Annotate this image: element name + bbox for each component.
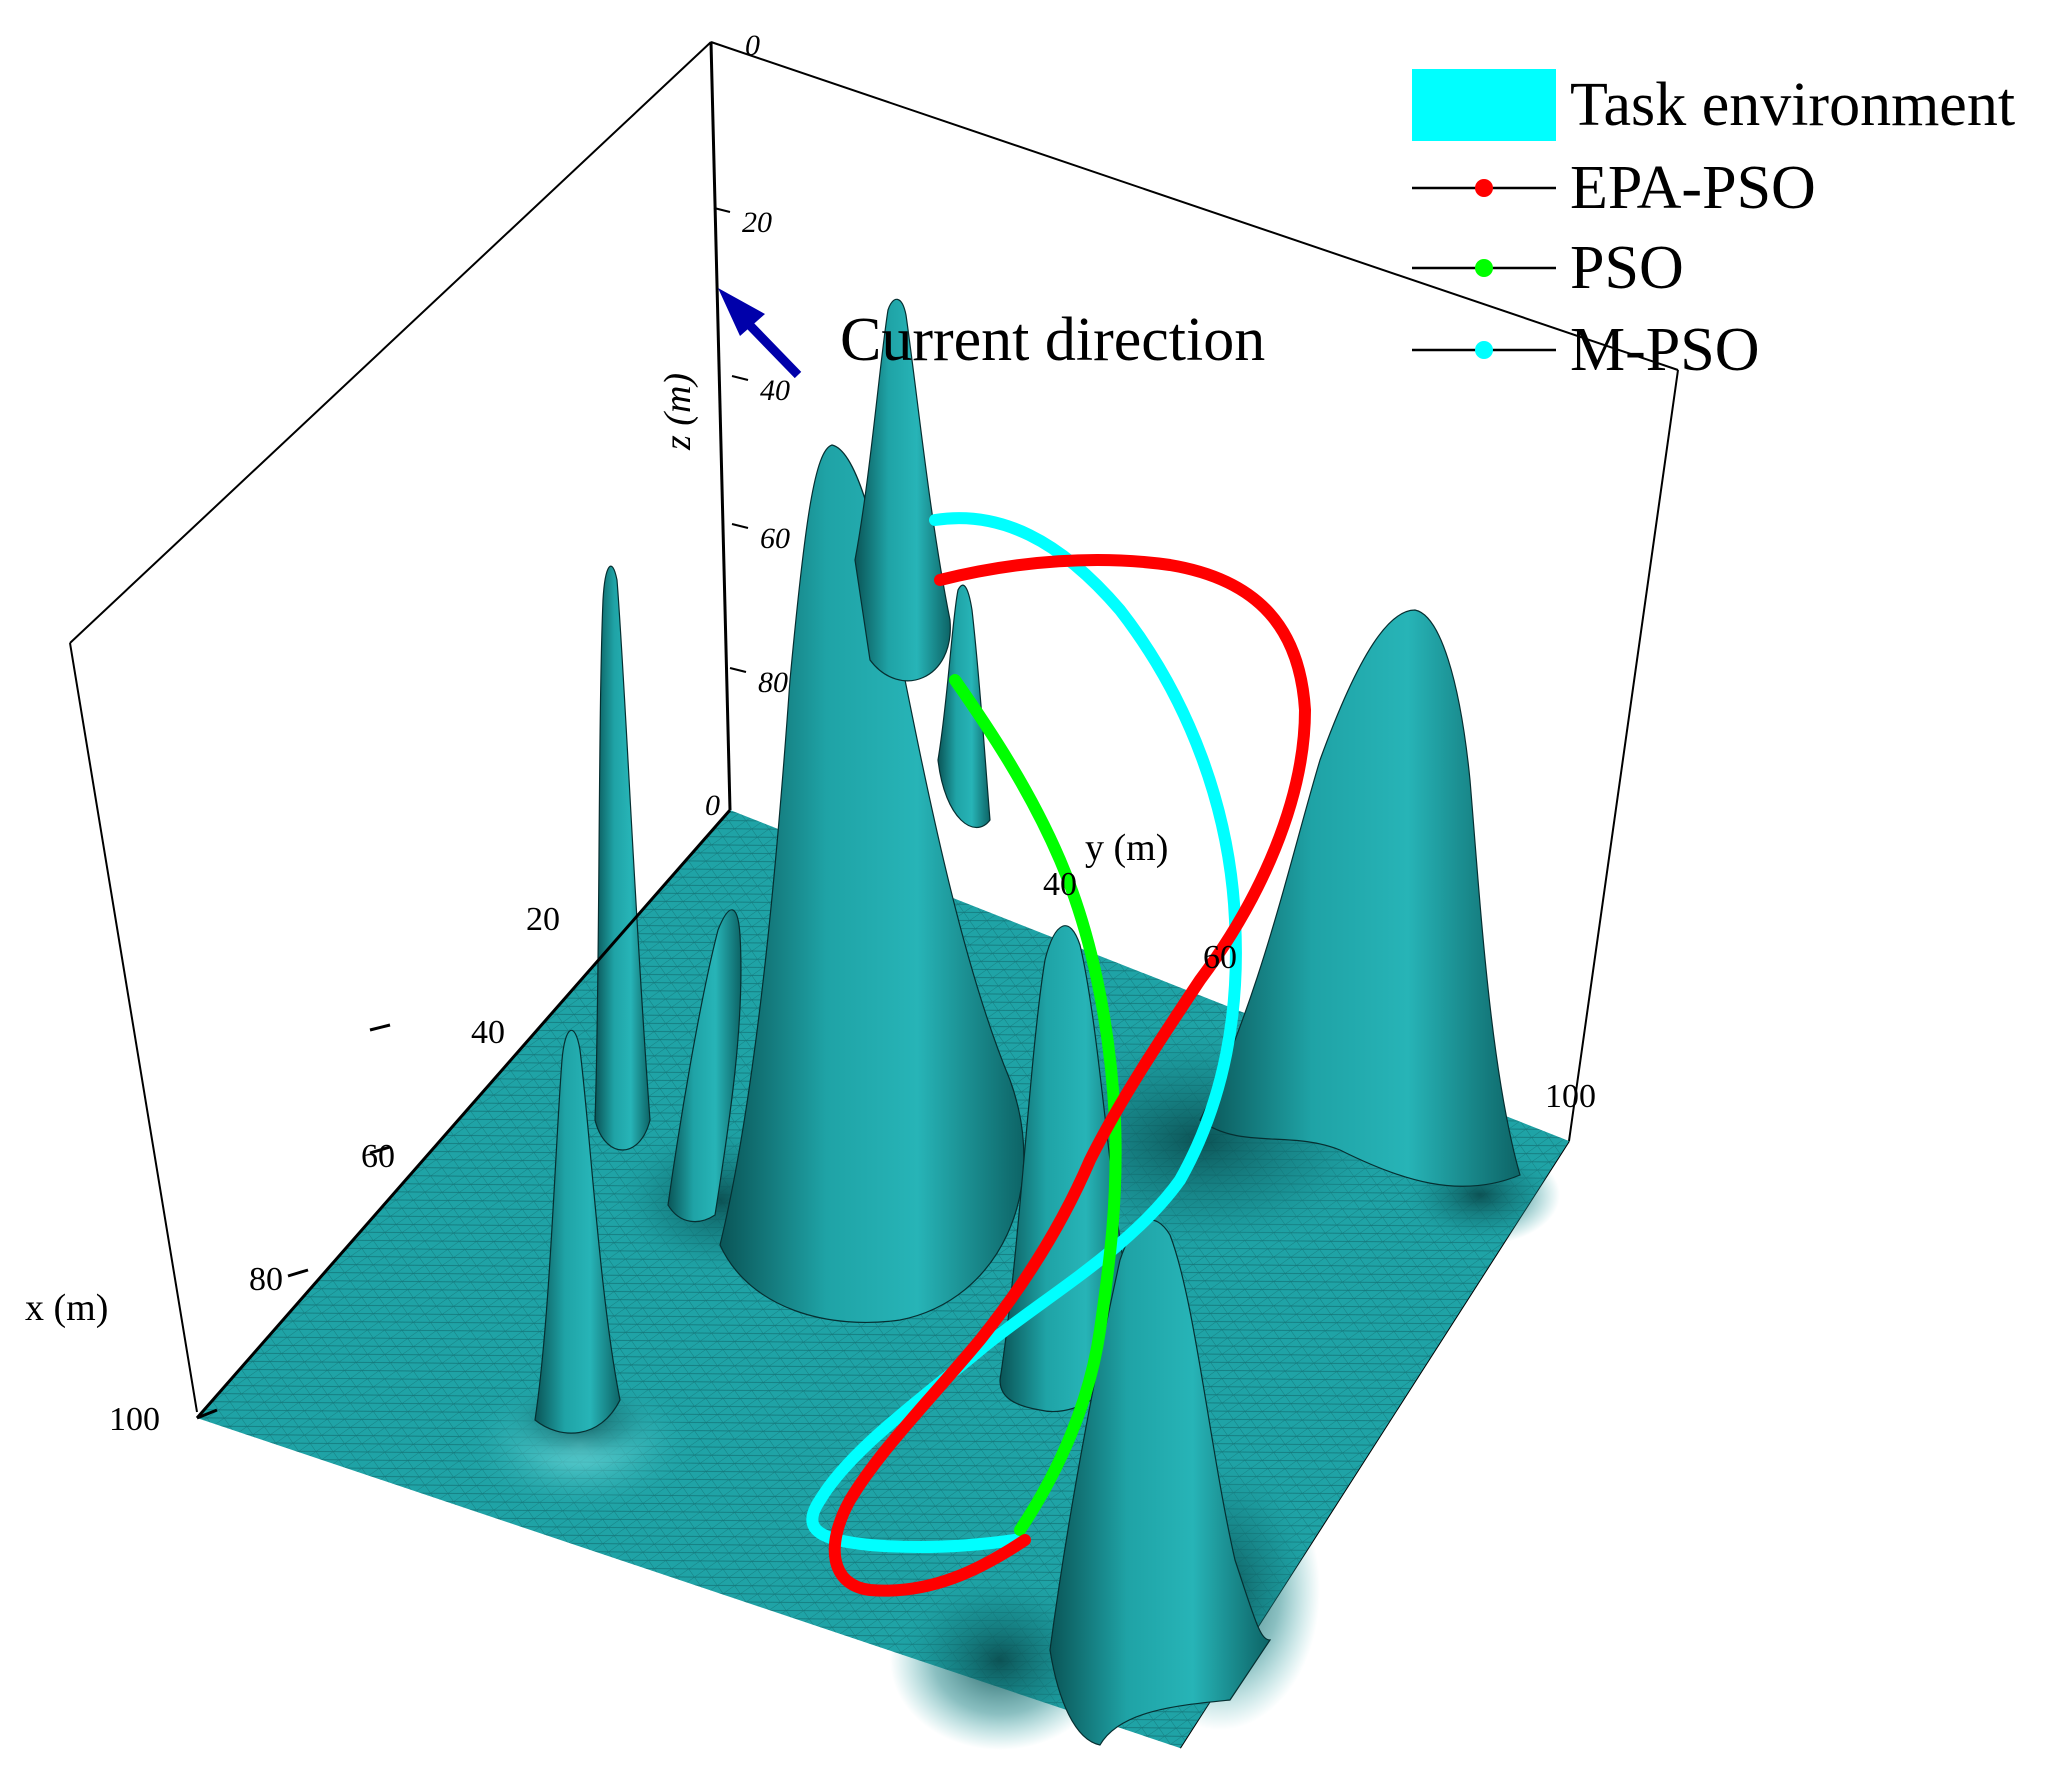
z-tick-mark: [729, 667, 747, 673]
y-tick-labels: 40 60 100: [1043, 866, 1596, 1115]
current-direction-arrow: [718, 288, 802, 379]
legend-label: M-PSO: [1570, 316, 1760, 384]
z-tick-label: 60: [760, 522, 790, 555]
z-axis: [709, 41, 732, 811]
x-tick-label: 100: [109, 1401, 160, 1438]
x-tick-label: 60: [361, 1138, 395, 1175]
terrain-peak: [534, 1029, 621, 1434]
terrain-peak: [667, 909, 742, 1223]
z-tick-label: 0: [745, 29, 760, 62]
legend-label: Task environment: [1570, 71, 2015, 139]
legend-label: EPA-PSO: [1570, 154, 1816, 222]
box-edge: [710, 41, 1679, 371]
x-axis-label: x (m): [25, 1287, 108, 1329]
box-edge: [69, 642, 198, 1413]
box-edge: [1568, 369, 1679, 1142]
y-tick-label: 40: [1043, 866, 1077, 903]
annotation-current-direction: Current direction: [840, 306, 1265, 374]
z-tick-mark: [731, 375, 749, 381]
series-line-M-PSO: [806, 512, 1242, 1554]
legend-swatch: [1412, 69, 1556, 141]
z-tick-label: 20: [742, 206, 772, 239]
terrain-peak: [999, 925, 1133, 1412]
terrain-peak: [1199, 609, 1521, 1187]
z-tick-mark: [713, 207, 731, 213]
x-tick-labels: 20 40 60 80 100: [109, 901, 560, 1438]
y-axis-label: y (m): [1085, 827, 1168, 869]
x-tick-label: 80: [249, 1261, 283, 1298]
legend-marker: [1475, 341, 1493, 359]
terrain-surface: [534, 298, 1521, 1746]
terrain-peak: [594, 565, 651, 1151]
x-axis: [195, 809, 732, 1420]
terrain-peak: [937, 584, 991, 829]
z-tick-label: 40: [760, 374, 790, 407]
x-tick-label: 40: [471, 1014, 505, 1051]
series-layer: [806, 512, 1311, 1597]
z-tick-labels: 0 20 40 60 80 0: [705, 29, 790, 822]
z-tick-mark: [731, 523, 749, 529]
z-axis-label: z (m): [657, 373, 699, 451]
legend-label: PSO: [1570, 234, 1684, 302]
legend-marker: [1475, 259, 1493, 277]
x-tick-label: 20: [526, 901, 560, 938]
y-tick-label: 100: [1545, 1078, 1596, 1115]
y-tick-label: 60: [1203, 939, 1237, 976]
box-edge: [69, 41, 712, 644]
series-line-EPA-PSO: [828, 554, 1311, 1597]
legend-marker: [1475, 179, 1493, 197]
terrain-peak: [854, 298, 951, 682]
z-tick-label: 80: [758, 666, 788, 699]
z-tick-label: 0: [705, 789, 720, 822]
